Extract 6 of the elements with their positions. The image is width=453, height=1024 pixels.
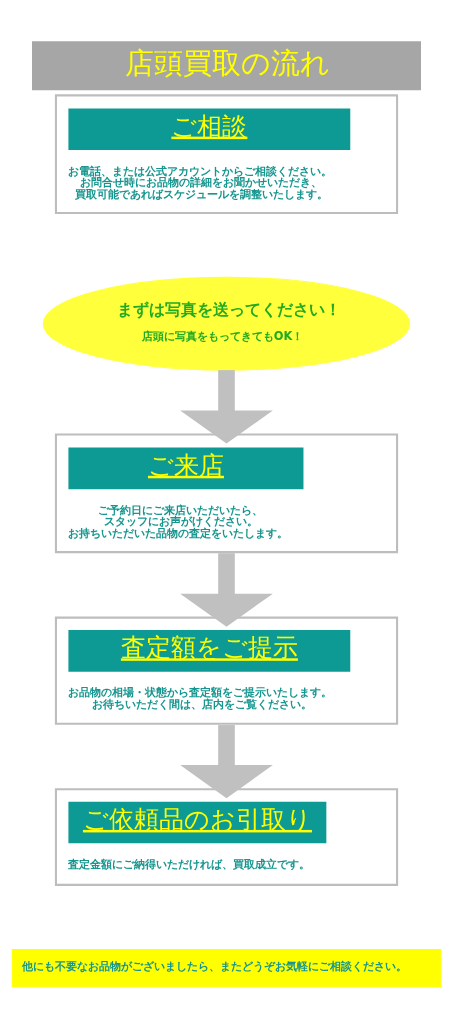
node-ellipse: まずは写真を送ってください！ 店頭に写真をもってきてもOK！: [42, 276, 411, 371]
node-box: 他にも不要なお品物がございましたら、またどうぞお気軽にご相談ください。: [11, 948, 442, 988]
arrow: [180, 553, 273, 627]
arrow: [180, 370, 273, 444]
arrow: [180, 725, 273, 799]
diagram-title: 店頭買取の流れ: [124, 46, 330, 81]
